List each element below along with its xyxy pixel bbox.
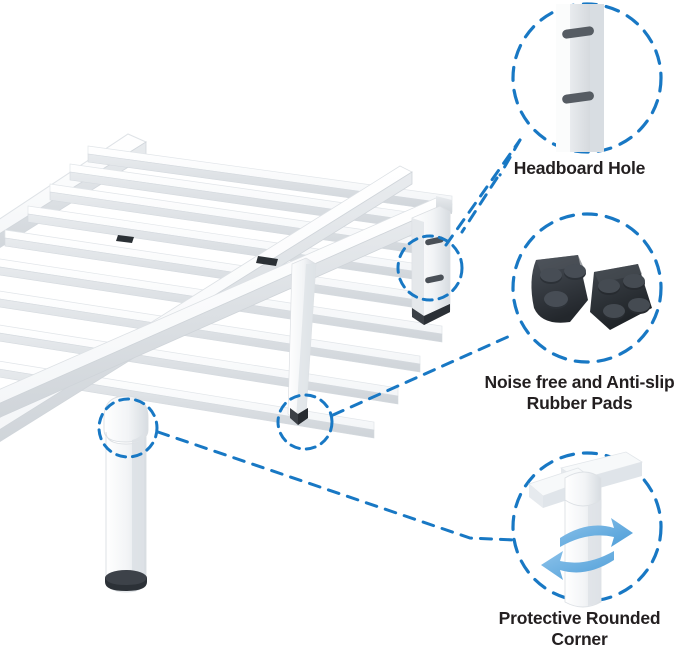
callout-label-line: Headboard Hole: [513, 158, 646, 178]
platform-bed-frame: [0, 133, 453, 593]
connector-rounded-corner: [156, 430, 517, 542]
rubber-foot: [290, 408, 308, 425]
connector-headboard: [444, 138, 522, 247]
rubber-foot: [412, 304, 450, 325]
callout-label-rounded-corner: Protective Rounded Corner: [480, 608, 679, 649]
headboard-hole: [562, 26, 594, 104]
callout-headboard-hole: [511, 2, 663, 154]
callout-label-line: Noise free and Anti-slip: [484, 372, 675, 392]
callout-label-line: Protective Rounded: [498, 608, 661, 628]
corner-leg-front: [103, 395, 149, 593]
middle-leg: [287, 257, 317, 425]
connector-rubber-pads: [331, 333, 514, 417]
rotation-arrow-left: [541, 551, 614, 580]
callout-label-line: Rubber Pads: [526, 392, 633, 413]
square-rubber-pad: [590, 264, 652, 330]
corner-joint-detail: [528, 451, 643, 608]
callout-label-rubber-pads: Noise free and Anti-slip Rubber Pads: [478, 372, 679, 413]
rotation-arrow-right: [560, 518, 633, 547]
middle-leg-foot-highlight: [276, 393, 334, 451]
callout-label-headboard-hole: Headboard Hole: [480, 158, 679, 179]
callout-label-line: Corner: [551, 628, 608, 649]
front-corner-highlight: [97, 397, 159, 459]
callout-connectors: [156, 138, 522, 542]
deck-clip: [116, 235, 278, 266]
connector-headboard-tail: [460, 138, 522, 234]
callout-rounded-corner: [511, 451, 663, 608]
callout-rubber-pads: [511, 212, 663, 364]
headboard-post-detail: [556, 4, 604, 152]
rounded-rubber-pad: [531, 255, 588, 323]
anchor-highlights: [97, 234, 464, 459]
headboard-leg-highlight: [396, 234, 464, 302]
rubber-foot: [105, 570, 147, 591]
headboard-leg: [411, 205, 451, 325]
